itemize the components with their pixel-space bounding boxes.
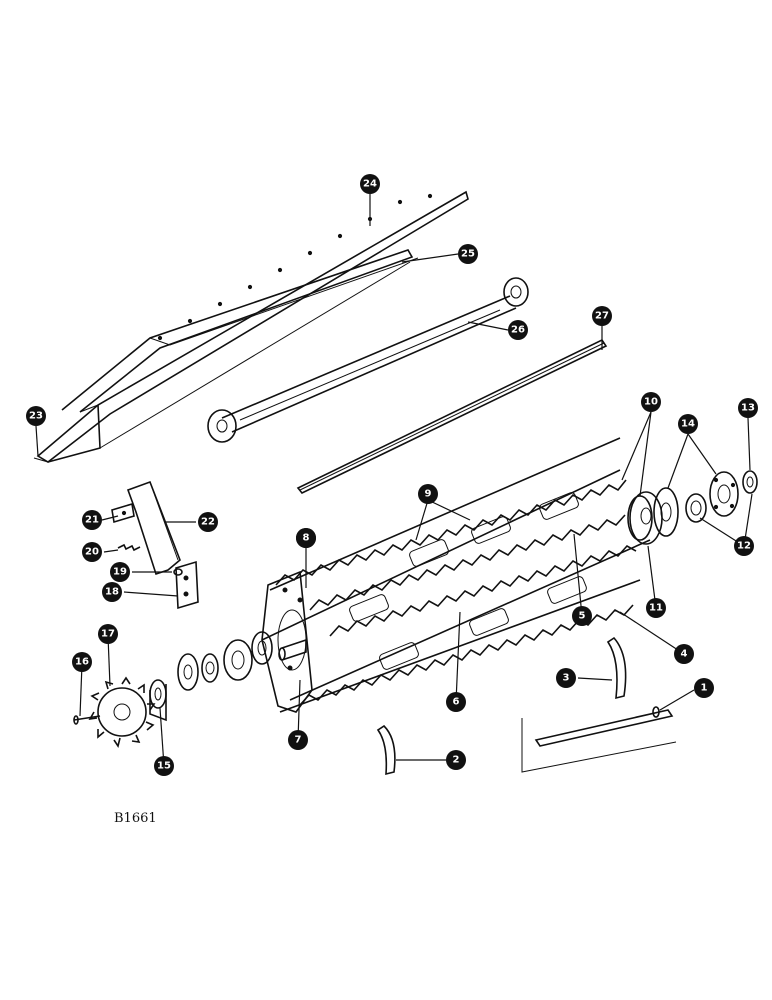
svg-text:19: 19 — [113, 567, 127, 578]
figure-code: B1661 — [114, 811, 157, 826]
svg-text:27: 27 — [595, 311, 609, 322]
svg-text:4: 4 — [681, 649, 688, 660]
svg-text:6: 6 — [453, 697, 460, 708]
svg-text:26: 26 — [511, 325, 525, 336]
flat-strip — [296, 338, 608, 494]
svg-text:25: 25 — [461, 249, 475, 260]
callout-25: 25 — [458, 244, 478, 264]
callout-5: 5 — [572, 606, 592, 626]
callout-13: 13 — [738, 398, 758, 418]
callout-12: 12 — [734, 536, 754, 556]
svg-text:17: 17 — [101, 629, 115, 640]
svg-text:23: 23 — [29, 411, 43, 422]
callout-24: 24 — [360, 174, 380, 194]
svg-text:14: 14 — [681, 419, 695, 430]
svg-text:5: 5 — [579, 611, 586, 622]
rotor-cylinder — [261, 437, 663, 713]
concave-segments — [376, 636, 677, 776]
callout-2: 2 — [446, 750, 466, 770]
svg-text:11: 11 — [649, 603, 663, 614]
callout-26: 26 — [508, 320, 528, 340]
svg-text:2: 2 — [453, 755, 460, 766]
callout-14: 14 — [678, 414, 698, 434]
svg-text:3: 3 — [563, 673, 570, 684]
sprocket — [88, 676, 156, 748]
svg-text:8: 8 — [303, 533, 310, 544]
callout-19: 19 — [110, 562, 130, 582]
callout-11: 11 — [646, 598, 666, 618]
leader-lines — [35, 194, 753, 767]
channel-assembly — [33, 190, 469, 463]
callout-17: 17 — [98, 624, 118, 644]
svg-text:10: 10 — [644, 397, 658, 408]
tube-with-flanges — [207, 277, 529, 443]
callout-27: 27 — [592, 306, 612, 326]
callout-20: 20 — [82, 542, 102, 562]
svg-text:22: 22 — [201, 517, 215, 528]
svg-text:21: 21 — [85, 515, 99, 526]
callout-9: 9 — [418, 484, 438, 504]
svg-text:12: 12 — [737, 541, 751, 552]
bracket-parts — [111, 480, 199, 610]
svg-text:1: 1 — [701, 683, 708, 694]
callout-16: 16 — [72, 652, 92, 672]
callout-22: 22 — [198, 512, 218, 532]
callout-23: 23 — [26, 406, 46, 426]
right-bearing-parts — [653, 470, 758, 537]
callout-15: 15 — [154, 756, 174, 776]
callout-4: 4 — [674, 644, 694, 664]
callout-18: 18 — [102, 582, 122, 602]
callout-8: 8 — [296, 528, 316, 548]
svg-text:15: 15 — [157, 761, 171, 772]
callout-10: 10 — [641, 392, 661, 412]
svg-text:18: 18 — [105, 587, 119, 598]
svg-text:13: 13 — [741, 403, 755, 414]
left-drive-parts — [73, 631, 273, 748]
callout-21: 21 — [82, 510, 102, 530]
callout-7: 7 — [288, 730, 308, 750]
svg-text:9: 9 — [425, 489, 432, 500]
callout-3: 3 — [556, 668, 576, 688]
callout-6-lower: 6 — [446, 692, 466, 712]
svg-text:20: 20 — [85, 547, 99, 558]
svg-text:7: 7 — [295, 735, 302, 746]
svg-text:16: 16 — [75, 657, 89, 668]
callout-1: 1 — [694, 678, 714, 698]
svg-text:24: 24 — [363, 179, 377, 190]
